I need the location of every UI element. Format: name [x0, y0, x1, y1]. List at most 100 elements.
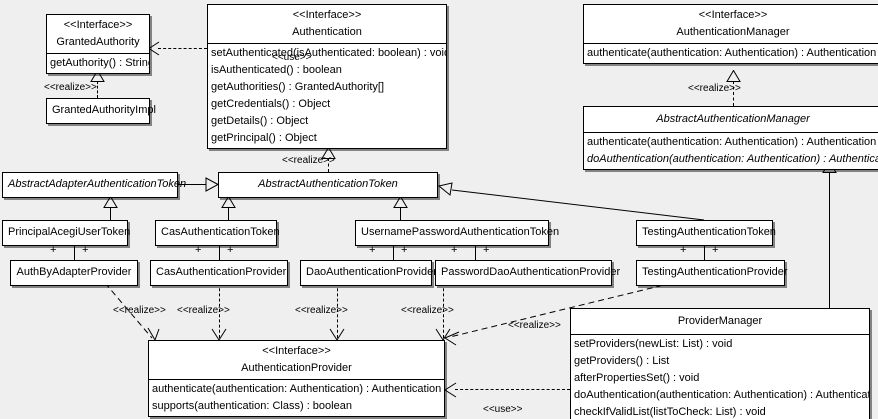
- association-plus-marker: +: [82, 244, 89, 256]
- class-testing-authentication-token[interactable]: TestingAuthenticationToken: [636, 220, 776, 246]
- edge-generalization-principal-acegi: [110, 207, 111, 220]
- class-name: AuthenticationProvider: [241, 361, 352, 374]
- edge-association-testing-token-provider: [704, 243, 705, 260]
- class-name: GrantedAuthority: [56, 35, 140, 48]
- class-header: <<Interface>> GrantedAuthority: [47, 15, 149, 53]
- edge-generalization-cas-token: [228, 207, 229, 220]
- class-cas-authentication-token[interactable]: CasAuthenticationToken: [155, 220, 280, 246]
- association-plus-marker: +: [195, 244, 202, 256]
- class-password-dao-authentication-provider[interactable]: PasswordDaoAuthenticationProvider: [435, 260, 621, 286]
- class-abstract-authentication-manager[interactable]: AbstractAuthenticationManager authentica…: [583, 106, 878, 170]
- stereotype-label: <<Interface>>: [698, 9, 768, 21]
- class-name: CasAuthenticationProvider: [156, 266, 287, 278]
- method-after-properties-set: afterPropertiesSet() : void: [574, 371, 700, 384]
- class-name: AuthenticationManager: [676, 25, 790, 38]
- edge-label-realize-cas: <<realize>>: [177, 305, 230, 316]
- edge-realize-dao-provider: [337, 283, 338, 338]
- class-cas-authentication-provider[interactable]: CasAuthenticationProvider: [150, 260, 288, 286]
- association-plus-marker: +: [227, 244, 234, 256]
- generalization-triangle-icon: [90, 70, 105, 82]
- generalization-triangle-icon: [321, 147, 336, 159]
- edge-association-upat-dao: [393, 243, 394, 260]
- generalization-triangle-icon: [438, 181, 453, 196]
- generalization-triangle-icon: [221, 196, 236, 208]
- edge-use-authentication-grantedauthority: [158, 48, 207, 49]
- class-name: PasswordDaoAuthenticationProvider: [441, 266, 621, 278]
- class-granted-authority-impl[interactable]: GrantedAuthorityImpl: [46, 98, 156, 124]
- class-header: UsernamePasswordAuthenticationToken: [356, 221, 559, 245]
- class-name: DaoAuthenticationProvider: [306, 266, 437, 278]
- edge-label-realize-2: <<realize>>: [282, 155, 335, 166]
- class-principal-acegi-user-token[interactable]: PrincipalAcegiUserToken: [2, 220, 131, 246]
- class-name: GrantedAuthorityImpl: [52, 104, 156, 116]
- class-header: PrincipalAcegiUserToken: [3, 221, 131, 245]
- method-get-providers: getProviders() : List: [574, 354, 670, 367]
- edge-association-principal-authbyadapter: [74, 243, 75, 260]
- class-name: AuthByAdapterProvider: [16, 266, 132, 278]
- class-dao-authentication-provider[interactable]: DaoAuthenticationProvider: [300, 260, 437, 286]
- class-auth-by-adapter-provider[interactable]: AuthByAdapterProvider: [10, 260, 138, 286]
- class-members: getAuthority() : String: [47, 53, 149, 73]
- generalization-triangle-icon: [205, 177, 219, 192]
- generalization-triangle-icon: [726, 70, 741, 82]
- class-authentication-manager[interactable]: <<Interface>> AuthenticationManager auth…: [583, 4, 878, 64]
- class-abstract-authentication-token[interactable]: AbstractAuthenticationToken: [218, 172, 438, 198]
- class-authentication-provider[interactable]: <<Interface>> AuthenticationProvider aut…: [148, 340, 445, 417]
- edge-realize-passworddao-provider: [443, 283, 444, 338]
- class-header: PasswordDaoAuthenticationProvider: [436, 261, 621, 285]
- class-header: AbstractAuthenticationManager: [584, 107, 878, 132]
- method-do-authentication: doAuthentication(authentication: Authent…: [574, 388, 869, 401]
- class-name: AbstractAuthenticationManager: [656, 113, 810, 125]
- stereotype-label: <<Interface>>: [292, 9, 362, 21]
- association-plus-marker: +: [483, 244, 490, 256]
- edge-label-use-1: <<use>>: [272, 52, 312, 63]
- edge-association-cas-token-provider: [219, 243, 220, 260]
- class-name: AbstractAuthenticationToken: [258, 178, 398, 190]
- open-arrow-icon: [443, 331, 460, 347]
- class-username-password-authentication-token[interactable]: UsernamePasswordAuthenticationToken: [355, 220, 559, 246]
- method-supports: supports(authentication: Class) : boolea…: [152, 400, 352, 412]
- class-members: authenticate(authentication: Authenticat…: [584, 43, 878, 63]
- method-set-providers: setProviders(newList: List) : void: [574, 337, 733, 350]
- method-authenticate: authenticate(authentication: Authenticat…: [152, 383, 442, 395]
- class-testing-authentication-provider[interactable]: TestingAuthenticationProvider: [636, 260, 788, 286]
- edge-label-realize-dao: <<realize>>: [295, 305, 348, 316]
- class-header: TestingAuthenticationProvider: [637, 261, 788, 285]
- class-authentication[interactable]: <<Interface>> Authentication setAuthenti…: [207, 4, 447, 149]
- association-plus-marker: +: [50, 244, 57, 256]
- edge-generalization-adapter-token: [178, 184, 206, 185]
- class-header: AbstractAuthenticationToken: [219, 173, 437, 197]
- class-granted-authority[interactable]: <<Interface>> GrantedAuthority getAuthor…: [46, 14, 150, 74]
- class-name: PrincipalAcegiUserToken: [8, 226, 131, 238]
- class-members: authenticate(authentication: Authenticat…: [149, 379, 444, 416]
- method-do-authentication: doAuthentication(authentication: Authent…: [587, 152, 878, 165]
- class-name: TestingAuthenticationProvider: [642, 266, 788, 278]
- edge-realize-grantedauthorityimpl: [97, 81, 98, 98]
- class-header: AbstractAdapterAuthenticationToken: [3, 173, 186, 197]
- edge-realize-cas-provider: [219, 283, 220, 338]
- class-header: <<Interface>> Authentication: [208, 5, 446, 43]
- method-check-if-valid-list: checkIfValidList(listToCheck: List) : vo…: [574, 405, 766, 418]
- class-abstract-adapter-authentication-token[interactable]: AbstractAdapterAuthenticationToken: [2, 172, 186, 198]
- method-get-details: getDetails() : Object: [211, 115, 309, 127]
- method-get-credentials: getCredentials() : Object: [211, 98, 331, 110]
- method-set-authenticated: setAuthenticated(isAuthenticated: boolea…: [211, 47, 446, 59]
- stereotype-label: <<Interface>>: [63, 19, 133, 31]
- edge-realize-abstract-authentication-manager: [733, 81, 734, 106]
- edge-label-realize-1: <<realize>>: [44, 82, 97, 93]
- method-authenticate: authenticate(authentication: Authenticat…: [587, 47, 877, 59]
- edge-label-realize-3: <<realize>>: [688, 83, 741, 94]
- association-plus-marker: +: [451, 244, 458, 256]
- edge-label-realize-testing: <<realize>>: [508, 320, 561, 331]
- edge-use-providermanager-authenticationprovider: [455, 389, 570, 390]
- class-members: authenticate(authentication: Authenticat…: [584, 131, 878, 169]
- method-is-authenticated: isAuthenticated() : boolean: [211, 64, 342, 76]
- association-plus-marker: +: [401, 244, 408, 256]
- class-header: CasAuthenticationToken: [156, 221, 280, 245]
- open-arrow-icon: [444, 382, 457, 398]
- class-header: DaoAuthenticationProvider: [301, 261, 437, 285]
- class-provider-manager[interactable]: ProviderManager setProviders(newList: Li…: [570, 308, 870, 419]
- method-authenticate: authenticate(authentication: Authenticat…: [587, 135, 877, 148]
- class-name: ProviderManager: [677, 315, 763, 327]
